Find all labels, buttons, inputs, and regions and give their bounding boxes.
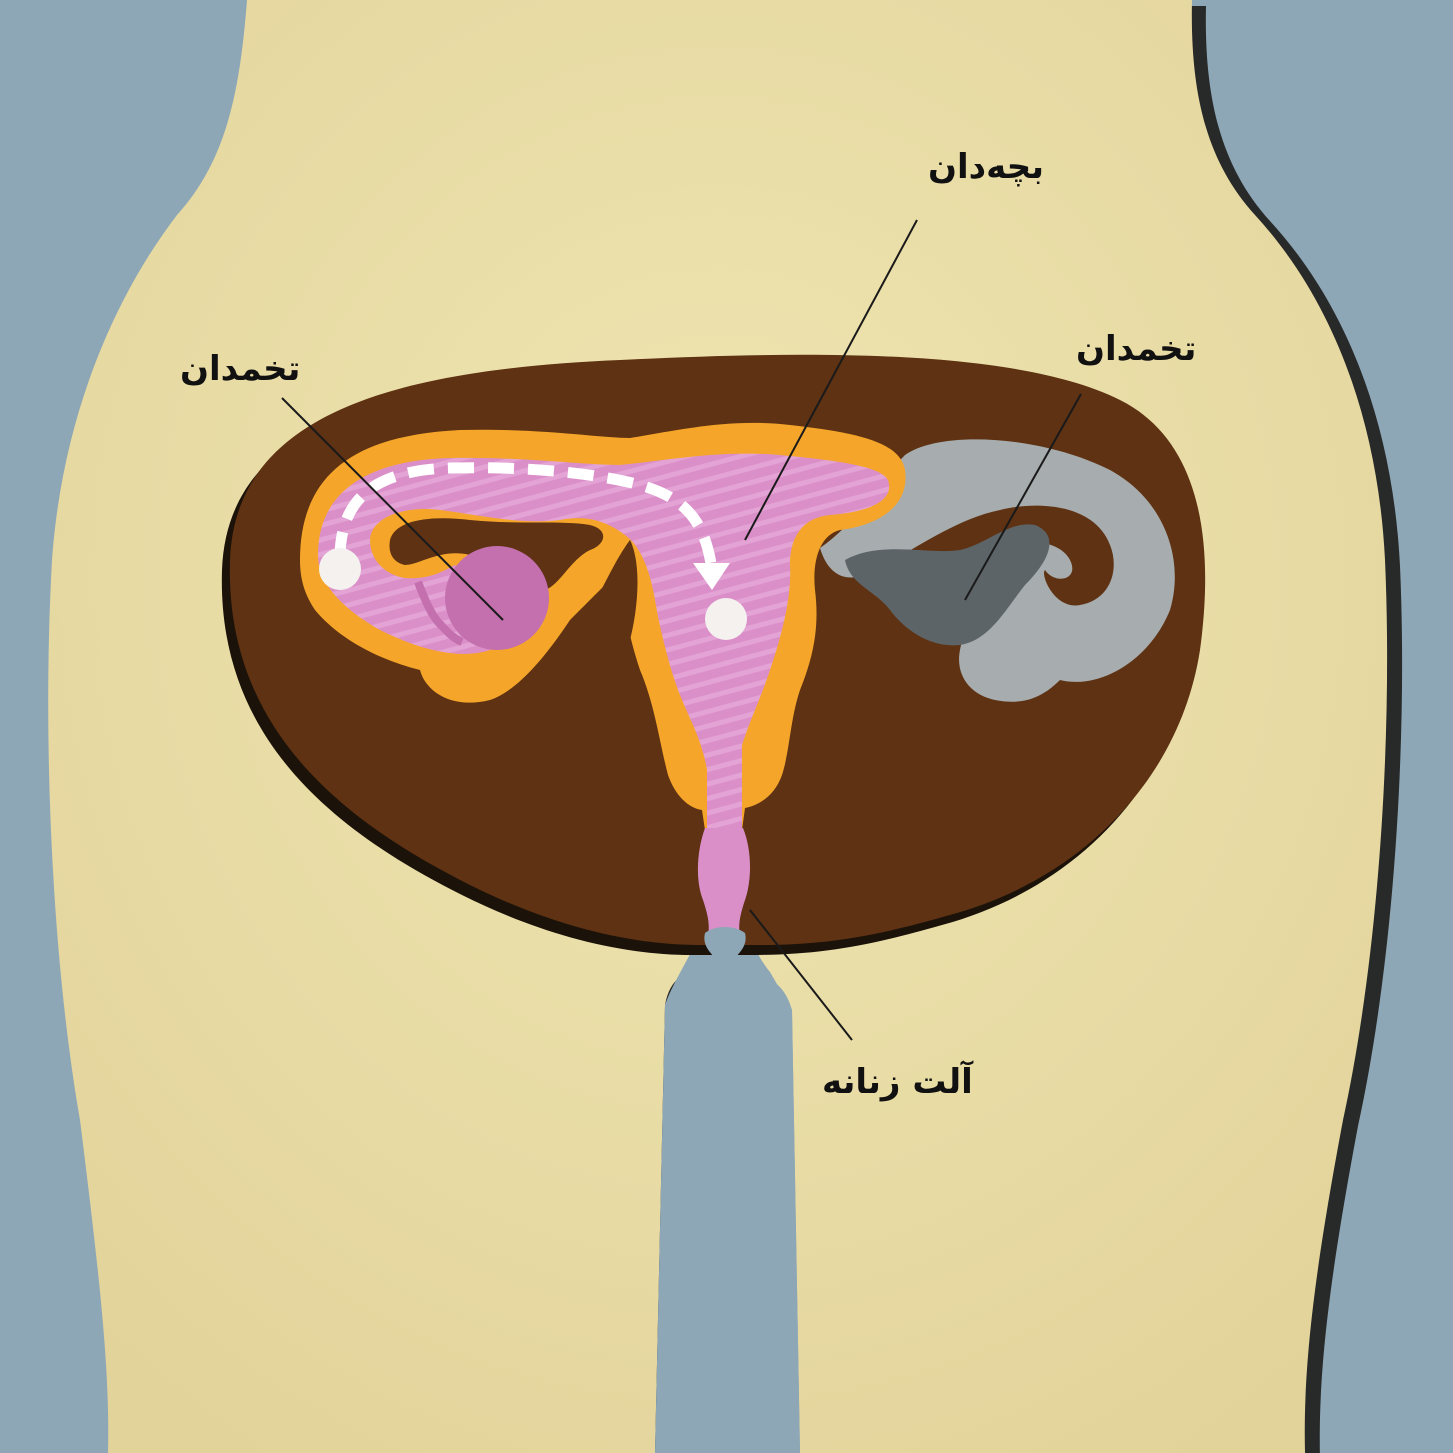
- label-vagina: آلت زنانه: [822, 1065, 973, 1099]
- egg-cell-uterus: [705, 598, 747, 640]
- label-uterus: بچه‌دان: [928, 150, 1044, 184]
- label-ovary-right: تخمدان: [1076, 332, 1196, 366]
- egg-cell-start: [319, 548, 361, 590]
- label-ovary-left: تخمدان: [180, 352, 300, 386]
- crotch-gap: [655, 928, 800, 1453]
- left-ovary: [445, 546, 549, 650]
